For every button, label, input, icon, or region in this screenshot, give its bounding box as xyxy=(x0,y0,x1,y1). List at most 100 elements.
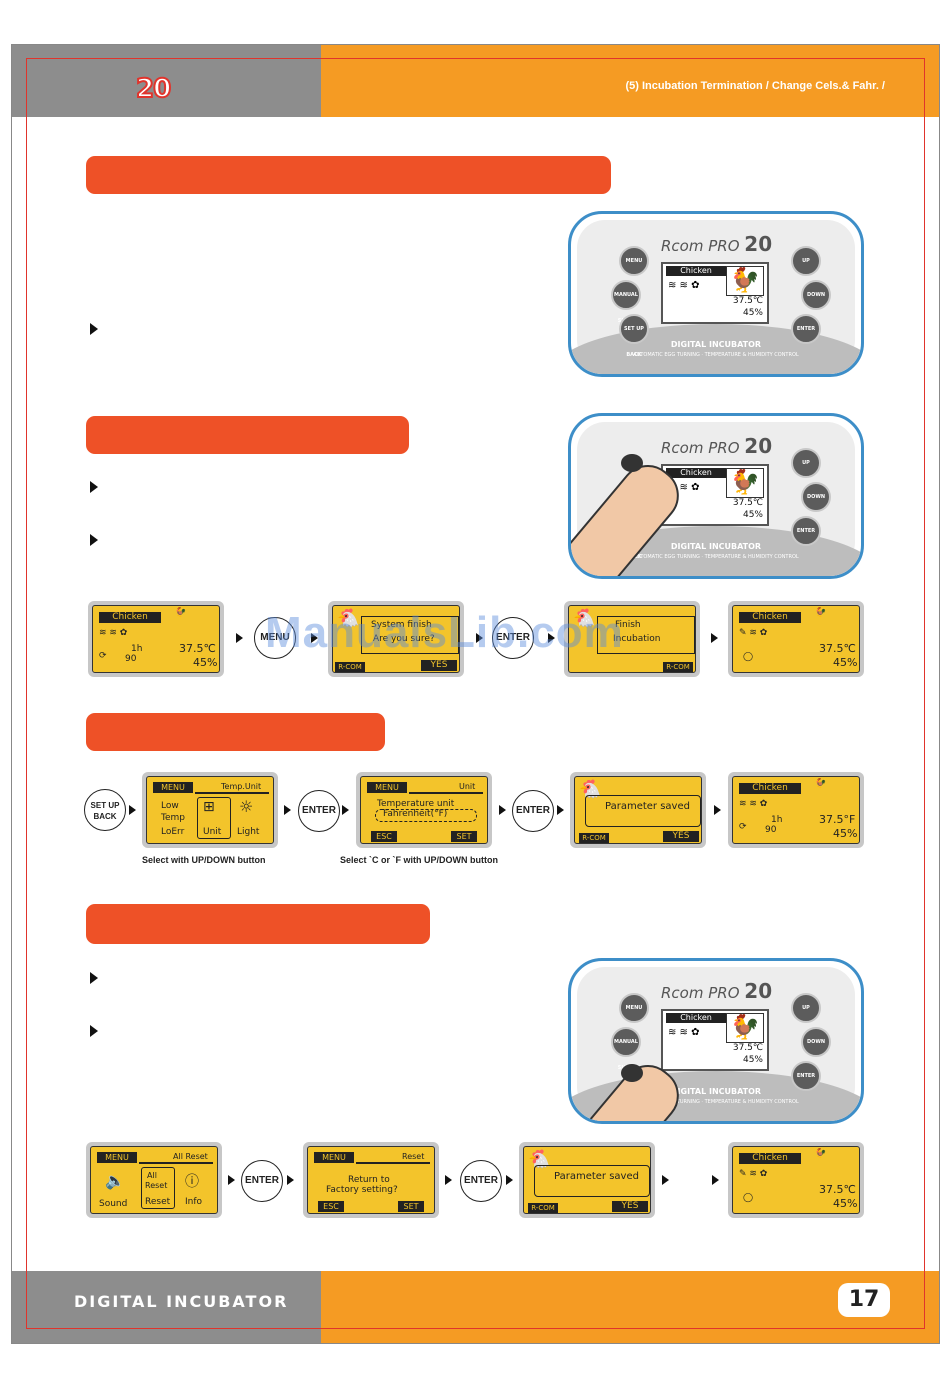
menu-step-button: MENU xyxy=(254,617,296,659)
lcd-screen-menu-all-reset: MENU All Reset 🔈 Sound All Reset Reset ⓘ… xyxy=(86,1142,222,1218)
watermark: ManualsLib.com xyxy=(265,608,624,657)
hen-icon: 🐔 xyxy=(337,608,360,629)
section-bar-4 xyxy=(86,904,430,944)
step-arrow-icon xyxy=(499,805,506,815)
header-logo: 20 xyxy=(135,73,172,105)
header-gray-band xyxy=(12,45,321,117)
setup-back-button[interactable]: SET UP BACK xyxy=(619,314,649,358)
lcd-screen-chicken-1: Chicken 🐓 ≋ ≋ ✿ 1h 90 ⟳ 37.5℃ 45% xyxy=(88,601,224,677)
fan-icon: ≋ ≋ ✿ xyxy=(99,628,128,638)
fan-icon: ≋ ≋ ✿ xyxy=(668,1027,700,1038)
up-button[interactable]: UP xyxy=(791,448,821,478)
device-brand: Rcom PRO 20 xyxy=(661,232,773,256)
section-bar-2 xyxy=(86,416,409,454)
bullet-icon xyxy=(90,1025,98,1037)
step-arrow-icon xyxy=(711,633,718,643)
rooster-icon: 🐓 xyxy=(815,608,827,618)
light-bulb-icon: ☼ xyxy=(239,797,254,816)
bullet-icon xyxy=(90,534,98,546)
bullet-icon xyxy=(90,323,98,335)
device-sublabel: AUTOMATIC EGG TURNING · TEMPERATURE & HU… xyxy=(633,352,799,358)
lcd-screen-system-finish: 🐔 System finish Are you sure? R-COM YES xyxy=(328,601,464,677)
menu-button[interactable]: MENU xyxy=(619,246,649,276)
enter-button[interactable]: ENTER xyxy=(791,516,821,546)
section-bar-1 xyxy=(86,156,611,194)
device-panel-1: Rcom PRO 20 Chicken 🐓 ≋ ≋ ✿ 37.5℃ 45% ME… xyxy=(568,211,864,377)
caption-select-updown: Select with UP/DOWN button xyxy=(142,855,266,865)
rooster-icon: 🐓 xyxy=(815,779,827,789)
step-arrow-icon xyxy=(506,1175,513,1185)
rooster-icon: 🐓 xyxy=(726,468,764,498)
lcd-screen-parameter-saved-2: 🐔 Parameter saved R-COM YES xyxy=(519,1142,655,1218)
lcd-screen-chicken-fahrenheit: Chicken 🐓 ≋ ≋ ✿ 1h 90 ⟳ 37.5°F 45% xyxy=(728,772,864,848)
device-panel-3: Rcom PRO 20 Chicken 🐓 ≋ ≋ ✿ 37.5℃ 45% ME… xyxy=(568,958,864,1124)
step-arrow-icon xyxy=(342,805,349,815)
unit-icon: ⊞ xyxy=(203,799,215,815)
fan-icon: ≋ ≋ ✿ xyxy=(739,799,768,809)
manual-shift-button[interactable]: MANUAL SHIFT xyxy=(611,280,641,324)
hen-icon: 🐔 xyxy=(579,779,602,800)
hen-icon: 🐔 xyxy=(528,1149,551,1170)
header-orange-band xyxy=(321,45,939,117)
up-button[interactable]: UP xyxy=(791,246,821,276)
enter-button[interactable]: ENTER xyxy=(791,1061,821,1091)
egg-icon: ◯ xyxy=(743,652,754,662)
step-arrow-icon xyxy=(311,633,318,643)
step-arrow-icon xyxy=(236,633,243,643)
step-arrow-icon xyxy=(228,1175,235,1185)
enter-step-button: ENTER xyxy=(298,790,340,832)
fingernail-icon xyxy=(621,454,643,472)
lcd-screen-menu-temp-unit: MENU Temp.Unit Low Temp LoErr ⊞ Unit ☼ L… xyxy=(142,772,278,848)
fingernail-icon xyxy=(621,1064,643,1082)
enter-step-button: ENTER xyxy=(460,1160,502,1202)
fan-icon: ✎ ≋ ✿ xyxy=(739,1169,768,1179)
lcd-screen-finish-incubation: 🐔 Finish Incubation R-COM xyxy=(564,601,700,677)
fan-icon: ✎ ≋ ✿ xyxy=(739,628,768,638)
step-arrow-icon xyxy=(662,1175,669,1185)
egg-icon: ◯ xyxy=(743,1193,754,1203)
step-arrow-icon xyxy=(284,805,291,815)
enter-step-button: ENTER xyxy=(512,790,554,832)
step-arrow-icon xyxy=(548,633,555,643)
step-arrow-icon xyxy=(476,633,483,643)
egg-turn-icon: ⟳ xyxy=(739,822,747,832)
rooster-icon: 🐓 xyxy=(175,608,187,618)
step-arrow-icon xyxy=(287,1175,294,1185)
enter-button[interactable]: ENTER xyxy=(791,314,821,344)
rooster-icon: 🐓 xyxy=(815,1149,827,1159)
down-button[interactable]: DOWN xyxy=(801,482,831,512)
step-arrow-icon xyxy=(445,1175,452,1185)
step-arrow-icon xyxy=(714,805,721,815)
step-arrow-icon xyxy=(712,1175,719,1185)
fan-icon: ≋ ≋ ✿ xyxy=(668,482,700,493)
down-button[interactable]: DOWN xyxy=(801,1027,831,1057)
device-lcd: Chicken 🐓 ≋ ≋ ✿ 37.5℃ 45% xyxy=(661,262,769,324)
up-button[interactable]: UP xyxy=(791,993,821,1023)
footer-title: DIGITAL INCUBATOR xyxy=(74,1292,289,1311)
lcd-screen-chicken-2: Chicken 🐓 ✎ ≋ ✿ ◯ 37.5℃ 45% xyxy=(728,601,864,677)
bullet-icon xyxy=(90,481,98,493)
enter-step-button: ENTER xyxy=(241,1160,283,1202)
info-icon: ⓘ xyxy=(185,1174,199,1190)
caption-select-unit: Select `C or `F with UP/DOWN button xyxy=(340,855,498,865)
header-title: (5) Incubation Termination / Change Cels… xyxy=(625,80,885,92)
manual-shift-button[interactable]: MANUAL SHIFT xyxy=(611,1027,641,1071)
rooster-icon: 🐓 xyxy=(726,266,764,296)
footer-gray-band xyxy=(12,1271,321,1343)
footer-orange-band xyxy=(321,1271,939,1343)
menu-button[interactable]: MENU xyxy=(619,993,649,1023)
down-button[interactable]: DOWN xyxy=(801,280,831,310)
rooster-icon: 🐓 xyxy=(726,1013,764,1043)
page-number: 17 xyxy=(838,1283,890,1317)
lcd-screen-chicken-3: Chicken 🐓 ✎ ≋ ✿ ◯ 37.5℃ 45% xyxy=(728,1142,864,1218)
lcd-screen-parameter-saved-1: 🐔 Parameter saved R-COM YES xyxy=(570,772,706,848)
enter-step-button: ENTER xyxy=(492,617,534,659)
setup-back-step-button: SET UP BACK xyxy=(84,789,126,831)
hen-icon: 🐔 xyxy=(573,608,596,629)
lcd-screen-unit-fahrenheit: MENU Unit Temperature unit Fahrenheit(°F… xyxy=(356,772,492,848)
lcd-screen-reset-factory: MENU Reset Return to Factory setting? ES… xyxy=(303,1142,439,1218)
egg-turn-icon: ⟳ xyxy=(99,651,107,661)
speaker-icon: 🔈 xyxy=(105,1171,125,1190)
bullet-icon xyxy=(90,972,98,984)
page-frame xyxy=(11,44,940,1344)
